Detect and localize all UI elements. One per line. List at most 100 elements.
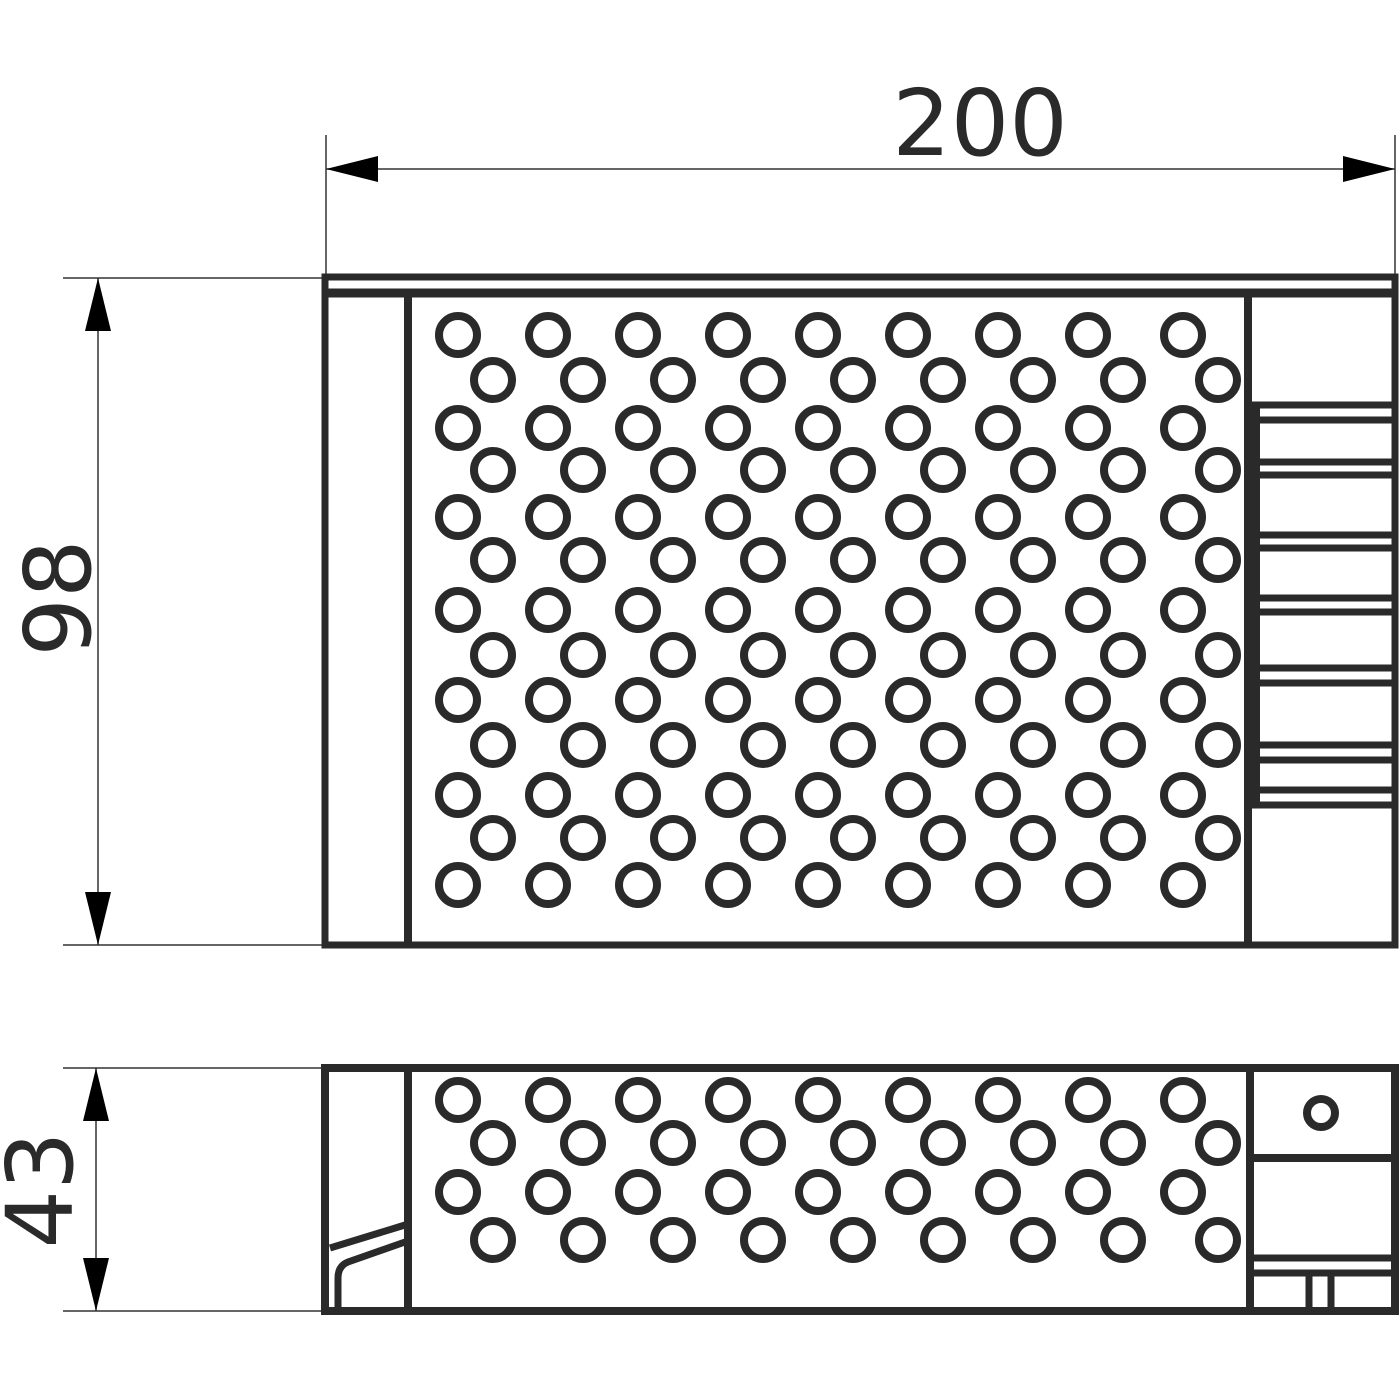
vent-hole [1010, 632, 1056, 678]
vent-hole [615, 862, 661, 908]
vent-hole [975, 862, 1021, 908]
vent-hole [740, 632, 786, 678]
vent-hole [435, 772, 481, 818]
vent-hole [1010, 1120, 1056, 1166]
vent-hole [795, 1077, 841, 1123]
vent-hole [740, 1120, 786, 1166]
vent-hole [525, 1077, 571, 1123]
vent-hole [705, 1077, 751, 1123]
vent-hole [1195, 632, 1241, 678]
vent-hole [795, 772, 841, 818]
vent-hole [1065, 772, 1111, 818]
vent-hole [920, 357, 966, 403]
vent-hole [975, 587, 1021, 633]
vent-hole [1065, 1169, 1111, 1215]
vent-hole [1100, 632, 1146, 678]
vent-hole [1065, 312, 1111, 358]
vent-hole [560, 722, 606, 768]
vent-hole [1195, 722, 1241, 768]
vent-hole [830, 722, 876, 768]
depth-label: 98 [5, 539, 112, 656]
side-view [321, 1064, 1399, 1315]
vent-hole [705, 587, 751, 633]
vent-hole [1100, 447, 1146, 493]
arrow-up-icon [85, 278, 111, 331]
vent-hole [975, 677, 1021, 723]
vent-hole [975, 1169, 1021, 1215]
vent-hole [1100, 815, 1146, 861]
vent-hole [920, 447, 966, 493]
vent-hole [1195, 1120, 1241, 1166]
vent-hole [525, 862, 571, 908]
vent-hole [920, 632, 966, 678]
vent-hole [740, 722, 786, 768]
vent-hole [975, 1077, 1021, 1123]
vent-hole [435, 405, 481, 451]
vent-hole [705, 1169, 751, 1215]
vent-hole [1160, 312, 1206, 358]
vent-hole [1160, 862, 1206, 908]
vent-hole [1010, 1217, 1056, 1263]
vent-hole [1160, 677, 1206, 723]
vent-hole [830, 632, 876, 678]
vent-hole [1160, 1169, 1206, 1215]
vent-hole [650, 632, 696, 678]
vent-hole [1160, 587, 1206, 633]
vent-hole [885, 677, 931, 723]
vent-hole [1160, 772, 1206, 818]
vent-hole [740, 447, 786, 493]
vent-hole [885, 312, 931, 358]
arrow-right-icon [1343, 156, 1395, 182]
vent-hole [885, 1077, 931, 1123]
vent-hole [615, 494, 661, 540]
vent-hole [1010, 537, 1056, 583]
latch-clip-inner [334, 1238, 407, 1311]
arrow-down-icon [83, 1258, 109, 1311]
vent-hole [740, 537, 786, 583]
vent-hole [1100, 1217, 1146, 1263]
top-view [321, 273, 1399, 949]
vent-hole [470, 537, 516, 583]
vent-hole [740, 815, 786, 861]
vent-hole [885, 587, 931, 633]
vent-hole [615, 587, 661, 633]
vent-hole [975, 772, 1021, 818]
vent-hole [650, 722, 696, 768]
vent-hole [650, 1217, 696, 1263]
vent-hole [615, 405, 661, 451]
vent-hole [740, 357, 786, 403]
depth-dimension: 98 [5, 277, 323, 946]
vent-hole [920, 1120, 966, 1166]
vent-hole [830, 357, 876, 403]
vent-hole [525, 772, 571, 818]
vent-hole [705, 312, 751, 358]
vent-hole [1195, 357, 1241, 403]
vent-hole [920, 537, 966, 583]
vent-hole [920, 815, 966, 861]
mount-hole [1303, 1095, 1339, 1131]
vent-hole [525, 677, 571, 723]
vent-hole [920, 722, 966, 768]
vent-hole [830, 537, 876, 583]
top-view-vent-holes [435, 312, 1241, 908]
vent-hole [525, 494, 571, 540]
vent-hole [470, 447, 516, 493]
vent-hole [525, 312, 571, 358]
vent-hole [740, 1217, 786, 1263]
vent-hole [885, 772, 931, 818]
vent-hole [470, 357, 516, 403]
vent-hole [1010, 447, 1056, 493]
arrow-left-icon [326, 156, 378, 182]
vent-hole [470, 632, 516, 678]
vent-hole [705, 862, 751, 908]
vent-hole [560, 1120, 606, 1166]
vent-hole [1010, 722, 1056, 768]
vent-hole [470, 815, 516, 861]
vent-hole [1065, 1077, 1111, 1123]
vent-hole [470, 1120, 516, 1166]
arrow-up-icon [83, 1068, 109, 1121]
vent-hole [650, 537, 696, 583]
vent-hole [830, 1217, 876, 1263]
vent-hole [1195, 447, 1241, 493]
